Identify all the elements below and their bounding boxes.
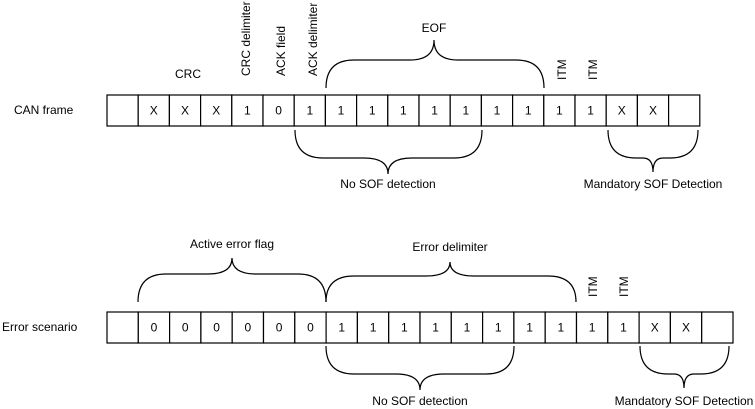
error-scenario-bit-value: 1 — [464, 321, 471, 335]
error-scenario-bit-value: 1 — [432, 321, 439, 335]
active-error-flag-brace — [137, 257, 327, 303]
error-scenario-bit-value: 1 — [620, 321, 627, 335]
mandatory-sof-detection-label: Mandatory SOF Detection — [584, 177, 723, 191]
error-scenario-bit-value: X — [682, 321, 690, 335]
error-scenario-bit-cell — [701, 311, 734, 344]
error-scenario-bit-cell — [294, 311, 327, 344]
can-frame-bit-cell — [511, 94, 545, 127]
can-frame-bit-cell — [543, 94, 576, 127]
itm-label-4: ITM — [617, 276, 631, 297]
error-scenario-bit-value: X — [651, 321, 659, 335]
can-frame-bit-cell — [168, 94, 202, 127]
error-scenario-bit-value: 1 — [370, 321, 377, 335]
error-scenario-bit-cell — [231, 311, 265, 344]
can-frame-bit-value: 1 — [494, 104, 501, 118]
error-scenario-bit-value: 0 — [213, 321, 220, 335]
no-sof-brace-2 — [325, 345, 515, 391]
crc-delimiter-label: CRC delimiter — [239, 1, 253, 76]
can-frame-bit-cell — [200, 94, 233, 127]
error-scenario-bit-cell — [262, 311, 296, 344]
mandatory-sof-brace — [607, 129, 699, 173]
can-frame-bit-value: 1 — [306, 104, 313, 118]
can-frame-bit-cell — [418, 94, 451, 127]
ack-delimiter-label: ACK delimiter — [306, 3, 320, 76]
can-frame-bit-value: 1 — [431, 104, 438, 118]
can-frame-label: CAN frame — [14, 103, 74, 117]
itm-label-1: ITM — [555, 59, 569, 80]
can-frame-bit-value: X — [618, 104, 626, 118]
can-frame-bit-cell — [293, 94, 327, 127]
ack-field-label: ACK field — [274, 26, 288, 76]
error-scenario-bit-cell — [482, 311, 515, 344]
error-scenario-bit-value: 1 — [558, 321, 565, 335]
error-scenario-bit-cell — [200, 311, 233, 344]
can-frame-bit-value: 0 — [275, 104, 282, 118]
error-scenario-bit-cell — [638, 311, 671, 344]
can-frame-bit-cell — [480, 94, 514, 127]
can-frame-bit-cell — [636, 94, 670, 127]
error-scenario-bit-value: 0 — [182, 321, 189, 335]
can-frame-bit-cell — [667, 94, 701, 127]
error-scenario-bit-value: 1 — [495, 321, 502, 335]
error-scenario-bit-value: 1 — [526, 321, 533, 335]
can-frame-bit-value: 1 — [369, 104, 376, 118]
can-frame-bit-value: 1 — [400, 104, 407, 118]
error-scenario-bit-cell — [356, 311, 390, 344]
error-scenario-bit-value: 0 — [307, 321, 314, 335]
error-scenario-bit-value: 1 — [401, 321, 408, 335]
eof-label: EOF — [422, 21, 447, 35]
can-frame-bit-value: X — [181, 104, 189, 118]
itm-label-3: ITM — [586, 276, 600, 297]
can-frame-row: CAN frame X X X 1 0 1 1 1 1 1 1 1 1 1 1 X X — [14, 94, 701, 127]
error-scenario-bit-value: 1 — [589, 321, 596, 335]
no-sof-detection-label: No SOF detection — [340, 177, 435, 191]
error-delimiter-label: Error delimiter — [412, 240, 487, 254]
can-frame-bit-value: X — [212, 104, 220, 118]
no-sof-detection-label-2: No SOF detection — [372, 394, 467, 408]
error-scenario-bit-cell — [106, 311, 139, 344]
error-scenario-bit-cell — [669, 311, 703, 344]
can-frame-bit-value: X — [150, 104, 158, 118]
can-frame-bit-value: X — [649, 104, 657, 118]
can-frame-bit-cell — [137, 94, 170, 127]
error-scenario-bit-value: 0 — [276, 321, 283, 335]
can-frame-bit-value: 1 — [525, 104, 532, 118]
can-frame-bit-cell — [356, 94, 389, 127]
can-frame-bit-cell — [605, 94, 639, 127]
can-frame-bit-cell — [387, 94, 420, 127]
active-error-flag-label: Active error flag — [190, 237, 274, 251]
itm-label-2: ITM — [586, 59, 600, 80]
can-frame-bit-cell — [262, 94, 295, 127]
crc-label: CRC — [175, 67, 201, 81]
eof-brace — [325, 39, 545, 89]
can-frame-bit-value: 1 — [556, 104, 563, 118]
mandatory-sof-detection-label-2: Mandatory SOF Detection — [615, 394, 754, 408]
error-scenario-bit-value: 0 — [245, 321, 252, 335]
can-frame-bit-value: 1 — [587, 104, 594, 118]
error-scenario-bit-cell — [544, 311, 578, 344]
can-frame-bit-value: 1 — [462, 104, 469, 118]
error-scenario-bit-cell — [169, 311, 202, 344]
can-frame-bit-cell — [106, 94, 139, 127]
can-frame-bit-cell — [324, 94, 358, 127]
no-sof-brace — [294, 129, 483, 175]
error-scenario-label: Error scenario — [2, 320, 78, 334]
error-scenario-bit-value: 0 — [151, 321, 158, 335]
can-frame-bit-value: 1 — [338, 104, 345, 118]
error-scenario-bit-value: 1 — [338, 321, 345, 335]
can-frame-bit-value: 1 — [244, 104, 251, 118]
error-scenario-bit-cell — [450, 311, 484, 344]
error-scenario-bit-cell — [419, 311, 452, 344]
mandatory-sof-brace-2 — [639, 345, 730, 389]
error-delimiter-brace — [325, 261, 577, 303]
error-scenario-row: Error scenario 0 0 0 0 0 0 1 1 1 1 1 1 1 1 1 1 X X — [2, 311, 734, 344]
